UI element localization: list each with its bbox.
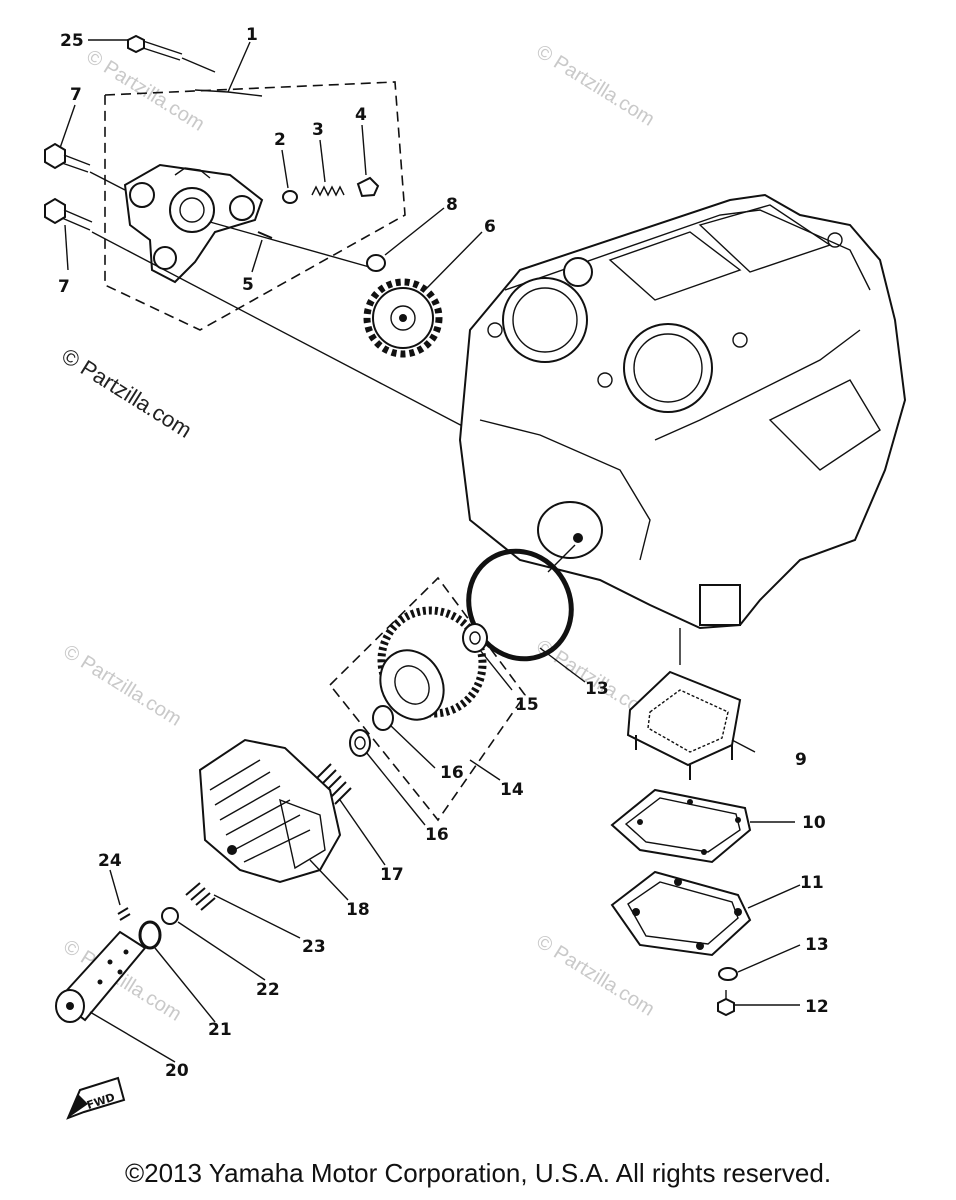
callout-3: 3 <box>312 120 324 140</box>
callout-14: 13 <box>585 679 609 699</box>
crankcase-side-contour <box>654 329 861 441</box>
callout-1: 1 <box>246 25 258 45</box>
callout-4: 4 <box>355 105 367 125</box>
part-10-gasket <box>610 788 752 864</box>
bore-left <box>502 277 588 363</box>
part-5-pin <box>257 231 273 239</box>
bore-left-inner <box>512 287 578 353</box>
callout-19: 18 <box>346 900 370 920</box>
crankcase <box>458 193 907 665</box>
bolt-7-lower <box>44 197 93 231</box>
callout-11: 11 <box>800 873 824 893</box>
bolt-7-upper <box>44 142 91 173</box>
stud-hole-1 <box>563 257 593 287</box>
callout-9: 9 <box>795 750 807 770</box>
part-13-washer <box>718 967 738 981</box>
callout-23: 23 <box>302 937 326 957</box>
part-12-bolt <box>717 990 735 1017</box>
callout-24: 24 <box>98 851 122 871</box>
callout-13: 13 <box>805 935 829 955</box>
callout-5: 5 <box>242 275 254 295</box>
part-21-o-ring <box>138 920 162 950</box>
filter-group-outline <box>329 576 526 822</box>
watermark-left-mid: © Partzilla.com <box>59 641 185 731</box>
callout-17: 16 <box>425 825 449 845</box>
pump-boss-right <box>229 195 255 221</box>
part-17-washer <box>349 729 371 757</box>
bolt-25 <box>127 34 183 61</box>
part-19-filter-cover <box>198 738 342 884</box>
pump-gear-hub <box>179 197 205 223</box>
part-2-ball <box>282 190 298 204</box>
callout-10: 10 <box>802 813 826 833</box>
crankcase-top-edge <box>504 209 871 291</box>
part-6-drive-gear <box>363 278 443 358</box>
filter-port-center <box>573 533 583 543</box>
part-16-upper-washer <box>462 623 488 653</box>
part-16-upper-hole <box>469 631 481 645</box>
part-15-filter-group <box>329 576 526 822</box>
stud-hole-3 <box>597 372 613 388</box>
pump-boss-lower <box>153 246 177 270</box>
part-18-spring <box>314 763 352 805</box>
bore-right-inner <box>633 333 703 403</box>
callout-18: 17 <box>380 865 404 885</box>
part-22-ball <box>161 907 179 925</box>
stud-hole-5 <box>827 232 843 248</box>
callout-7-lower: 7 <box>58 277 70 297</box>
stud-hole-4 <box>732 332 748 348</box>
callout-2: 2 <box>274 130 286 150</box>
bolt-25-guide <box>181 57 216 73</box>
pump-shaft-line <box>209 221 381 271</box>
callout-25: 25 <box>60 31 84 51</box>
callout-20: 20 <box>165 1061 189 1081</box>
callout-22: 22 <box>256 980 280 1000</box>
leader-lines <box>59 39 801 1063</box>
callout-12: 12 <box>805 997 829 1017</box>
part-11-cover-plate <box>610 870 752 957</box>
bolt-7-guide-lower <box>91 231 471 431</box>
pump-gear <box>169 187 215 233</box>
stud-hole-2 <box>487 322 503 338</box>
part-9-strainer <box>626 670 742 780</box>
callout-21: 21 <box>208 1020 232 1040</box>
callout-6: 6 <box>484 217 496 237</box>
pump-boss-left <box>129 182 155 208</box>
part-3-spring <box>311 185 345 197</box>
sump-boss <box>699 584 741 626</box>
bolt-7-guide-upper <box>89 171 126 191</box>
filter-port <box>537 501 603 559</box>
crankcase-side-cover <box>768 379 881 471</box>
part-20-drain-bolt <box>55 930 147 1023</box>
copyright-notice: ©2013 Yamaha Motor Corporation, U.S.A. A… <box>124 1158 832 1188</box>
callout-labels: 25 1 2 3 4 7 7 5 8 6 13 15 16 14 16 17 1… <box>58 25 829 1081</box>
part-16-lower-washer <box>372 705 394 731</box>
pump-group-outline <box>104 81 406 331</box>
watermark-top-right: © Partzilla.com <box>532 41 658 131</box>
crankcase-outline <box>458 193 907 630</box>
part-4-plug <box>356 176 380 198</box>
pump-body-detail <box>174 167 211 179</box>
part-23-spring <box>185 882 216 911</box>
bore-right <box>623 323 713 413</box>
oring-guide-line <box>547 544 576 573</box>
callout-16-lower: 16 <box>440 763 464 783</box>
crankcase-lower-contour <box>479 419 651 561</box>
watermark-left-center: © Partzilla.com <box>57 343 196 443</box>
filter-element <box>377 606 487 721</box>
oil-pump-assembly <box>44 34 471 431</box>
callout-16-upper: 15 <box>515 695 539 715</box>
part-8-dowel <box>366 254 386 272</box>
cylinder-deck-left <box>608 231 742 301</box>
callout-15: 14 <box>500 780 524 800</box>
part-24-pin <box>117 907 131 921</box>
callout-7-upper: 7 <box>70 85 82 105</box>
callout-8: 8 <box>446 195 458 215</box>
fwd-arrow: FWD <box>66 1076 126 1120</box>
part-17-hole <box>354 736 366 750</box>
